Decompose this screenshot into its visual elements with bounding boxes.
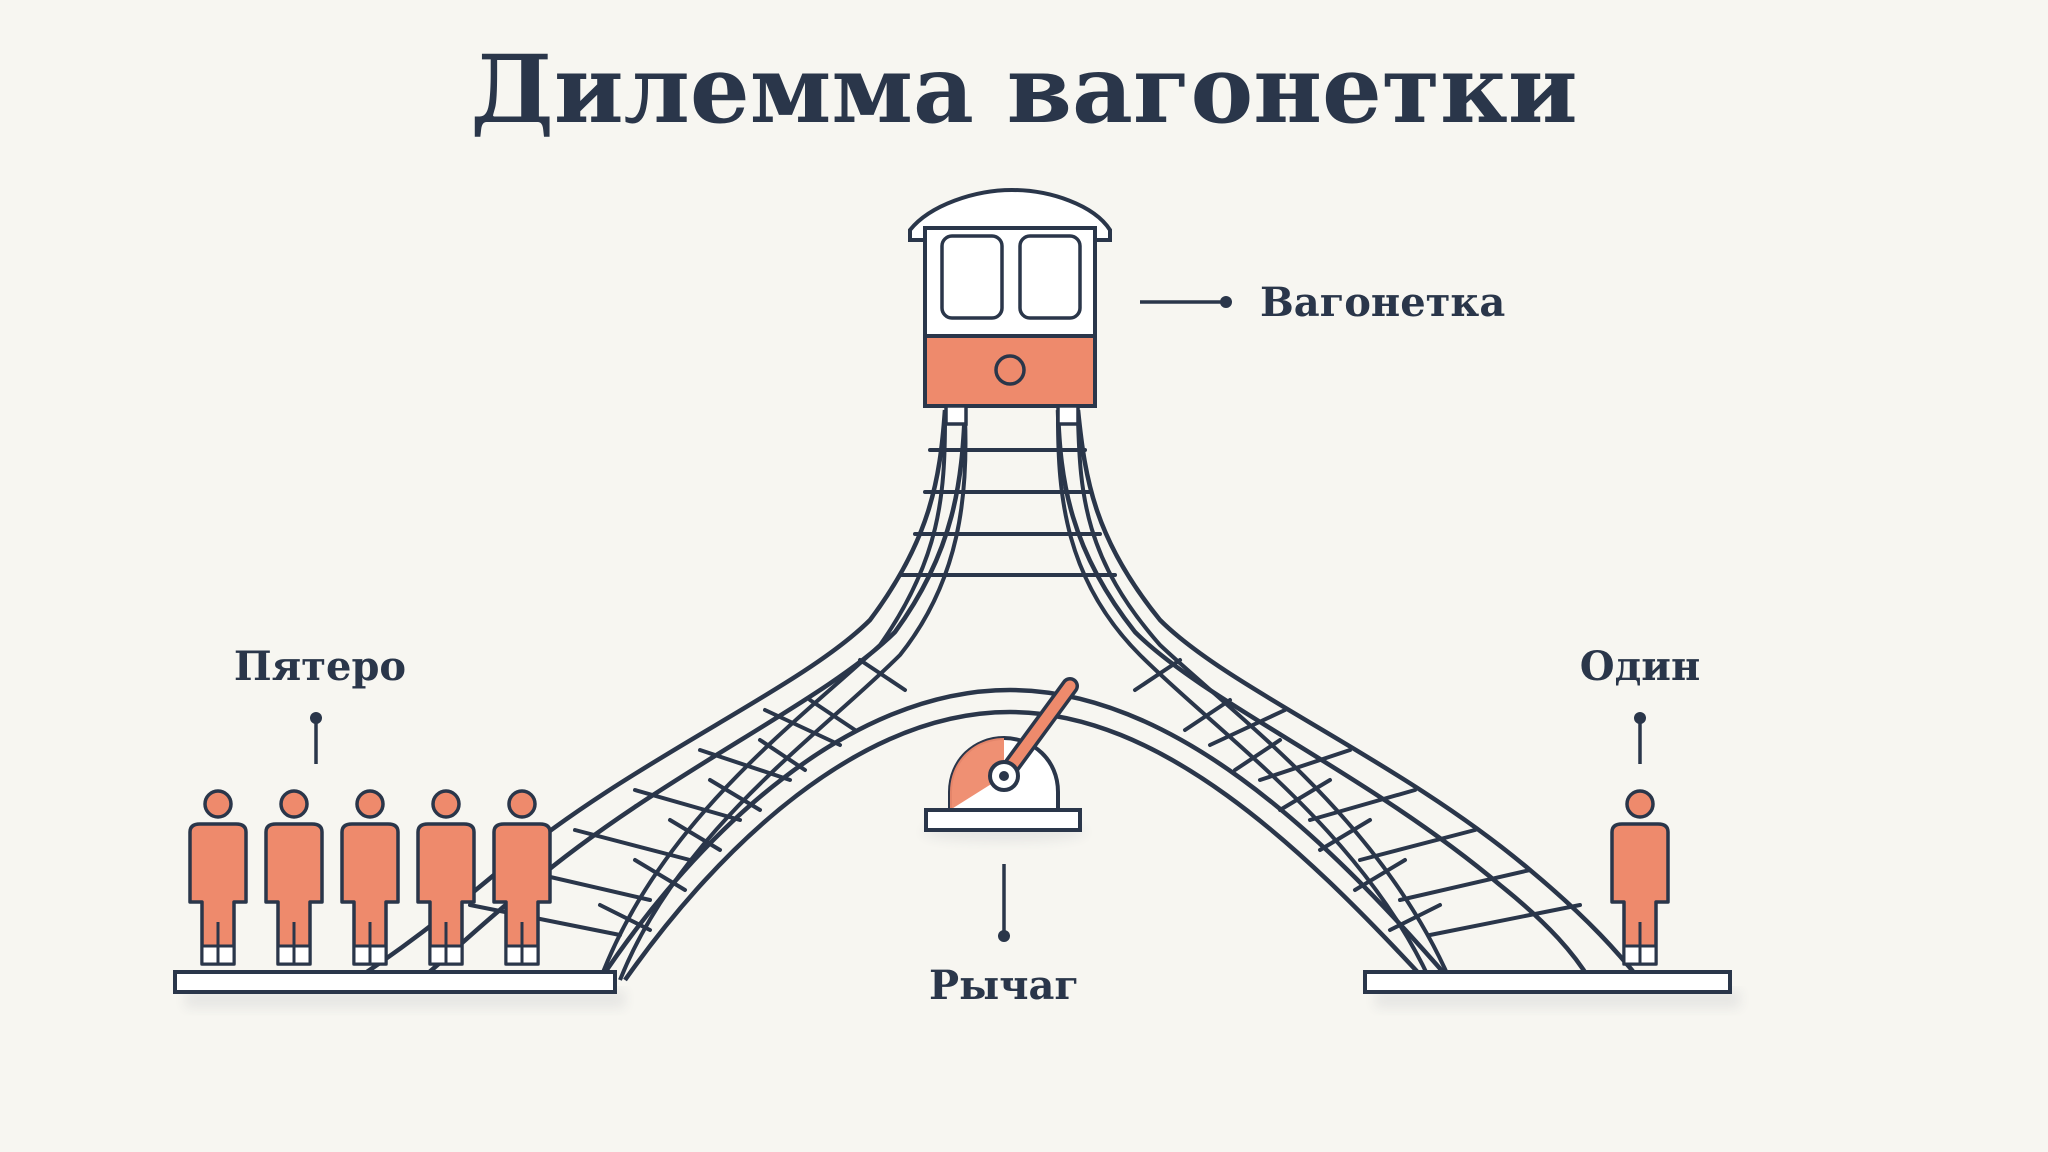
five-label: Пятеро	[234, 643, 406, 690]
person-body	[1610, 822, 1670, 966]
trolley-callout-dot	[1220, 296, 1232, 308]
person-figure	[188, 789, 248, 966]
railway-tie	[1428, 903, 1582, 937]
railway-tie	[468, 903, 622, 937]
right-platform	[1363, 970, 1732, 994]
one-person-group	[1610, 789, 1670, 966]
trolley-label: Вагонетка	[1260, 279, 1505, 326]
main-right-rail	[1075, 409, 1642, 982]
main-left-rail-inner	[418, 409, 968, 982]
five-callout: Пятеро	[234, 643, 406, 764]
railway-tie	[1278, 778, 1332, 812]
one-label: Один	[1580, 643, 1700, 690]
railway-tie	[858, 658, 907, 692]
person-body	[188, 822, 248, 966]
railway-tie	[1208, 708, 1287, 747]
five-people-group	[188, 789, 552, 966]
trolley-headlight	[994, 354, 1026, 386]
lever-base	[924, 808, 1082, 832]
person-body	[340, 822, 400, 966]
railway-tie	[1258, 748, 1352, 782]
person-body	[264, 822, 324, 966]
person-head	[355, 789, 385, 819]
trolley	[908, 187, 1112, 426]
trolley-window-right	[1018, 234, 1082, 320]
lever[interactable]	[922, 677, 1086, 842]
person-figure	[264, 789, 324, 966]
railway-tie	[1388, 903, 1442, 932]
left-platform-shadow	[185, 990, 625, 1008]
person-head	[203, 789, 233, 819]
trolley-wheel-right	[1056, 404, 1080, 426]
person-head	[507, 789, 537, 819]
railway-tie	[1308, 788, 1417, 822]
trolley-window-left	[940, 234, 1004, 320]
trolley-wheel-left	[944, 404, 968, 426]
lever-pivot-center	[999, 771, 1009, 781]
person-figure	[416, 789, 476, 966]
person-figure	[340, 789, 400, 966]
lever-label: Рычаг	[929, 962, 1079, 1009]
one-callout: Один	[1580, 643, 1700, 764]
diagram-title: Дилемма вагонетки	[470, 35, 1577, 145]
lever-callout-dot	[998, 930, 1010, 942]
center-bridge-rail-outer	[598, 687, 1452, 982]
railway-tie	[633, 858, 687, 892]
left-branch-outer-rail	[598, 417, 947, 981]
railway-tie	[1358, 828, 1477, 862]
person-body	[492, 822, 552, 966]
lever-arm	[998, 680, 1076, 782]
person-head	[1625, 789, 1655, 819]
person-body	[416, 822, 476, 966]
trolley-callout: Вагонетка	[1140, 279, 1505, 326]
right-branch-inner-rail	[1056, 417, 1432, 981]
left-branch-inner-rail	[618, 417, 968, 981]
railway-tie	[1398, 868, 1532, 902]
center-bridge-rail-inner	[623, 709, 1427, 982]
person-figure	[492, 789, 552, 966]
trolley-lower-panel	[923, 334, 1097, 408]
railway-tie	[668, 818, 722, 852]
person-figure	[1610, 789, 1670, 966]
right-platform-shadow	[1375, 990, 1740, 1008]
person-head	[431, 789, 461, 819]
lever-housing-fill	[950, 738, 1004, 810]
railway-tie	[1318, 818, 1372, 852]
left-platform	[173, 970, 617, 994]
railway-tracks	[353, 409, 1642, 982]
main-right-rail-inner	[1055, 409, 1592, 982]
lever-callout: Рычаг	[929, 864, 1079, 1009]
person-head	[279, 789, 309, 819]
right-branch-outer-rail	[1076, 417, 1452, 981]
railway-tie	[598, 903, 652, 932]
